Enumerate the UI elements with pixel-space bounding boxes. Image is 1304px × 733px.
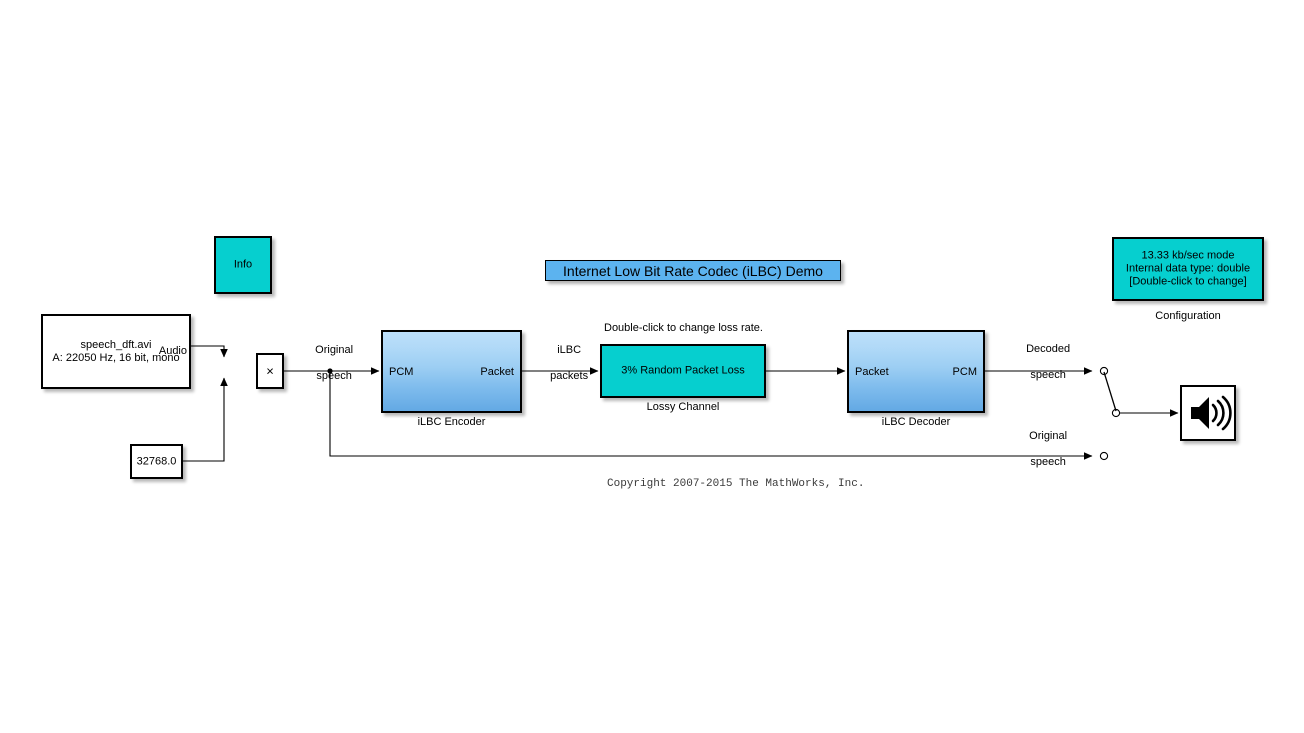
lossy-channel-block[interactable]: 3% Random Packet Loss <box>600 344 766 398</box>
lossy-channel-annotation: Double-click to change loss rate. <box>604 322 763 334</box>
multiply-symbol: × <box>266 363 274 379</box>
decoder-input-port-label: Packet <box>855 365 889 378</box>
lossy-channel-caption: Lossy Channel <box>646 401 720 413</box>
source-line-2: A: 22050 Hz, 16 bit, mono <box>52 351 180 364</box>
signal-label-original-speech-right-l2: speech <box>1030 456 1066 468</box>
signal-label-decoded-speech: Decoded speech <box>1000 330 1084 395</box>
encoder-output-port-label: Packet <box>480 365 514 378</box>
source-line-1: speech_dft.avi <box>80 338 152 351</box>
source-output-port-label: Audio <box>158 345 187 357</box>
configuration-line-2: Internal data type: double <box>1125 262 1251 275</box>
encoder-input-port-label: PCM <box>389 365 414 378</box>
signal-label-ilbc-packets: iLBC packets <box>531 331 595 396</box>
signal-label-ilbc-packets-l1: iLBC <box>557 344 582 356</box>
lossy-channel-body-text: 3% Random Packet Loss <box>621 364 745 377</box>
info-block-label: Info <box>233 258 253 271</box>
ilbc-decoder-caption: iLBC Decoder <box>881 416 951 428</box>
model-title-banner: Internet Low Bit Rate Codec (iLBC) Demo <box>545 260 841 281</box>
signal-label-original-speech-left-l2: speech <box>316 370 352 382</box>
signal-branch-point <box>327 368 333 374</box>
configuration-line-3: [Double-click to change] <box>1129 275 1247 288</box>
ilbc-decoder-block[interactable]: Packet PCM <box>847 330 985 413</box>
signal-label-original-speech-left: Original speech <box>292 331 364 396</box>
signal-label-original-speech-right: Original speech <box>1000 417 1084 482</box>
signal-label-original-speech-left-l1: Original <box>315 344 354 356</box>
signal-label-ilbc-packets-l2: packets <box>550 370 589 382</box>
constant-block[interactable]: 32768.0 <box>130 444 183 479</box>
manual-switch-glyph <box>1099 366 1121 461</box>
decoder-output-port-label: PCM <box>952 365 977 378</box>
audio-sink-block[interactable] <box>1180 385 1236 441</box>
product-block[interactable]: × <box>256 353 284 389</box>
ilbc-encoder-caption: iLBC Encoder <box>417 416 486 428</box>
configuration-caption: Configuration <box>1155 310 1221 322</box>
configuration-line-1: 13.33 kb/sec mode <box>1141 249 1235 262</box>
info-block[interactable]: Info <box>214 236 272 294</box>
signal-label-original-speech-right-l1: Original <box>1029 430 1068 442</box>
model-title-text: Internet Low Bit Rate Codec (iLBC) Demo <box>563 262 823 279</box>
speaker-icon <box>1191 395 1232 431</box>
copyright-text: Copyright 2007-2015 The MathWorks, Inc. <box>607 478 865 490</box>
signal-label-decoded-speech-l2: speech <box>1030 369 1066 381</box>
signal-label-decoded-speech-l1: Decoded <box>1026 343 1071 355</box>
constant-value: 32768.0 <box>136 455 177 467</box>
ilbc-encoder-block[interactable]: PCM Packet <box>381 330 522 413</box>
